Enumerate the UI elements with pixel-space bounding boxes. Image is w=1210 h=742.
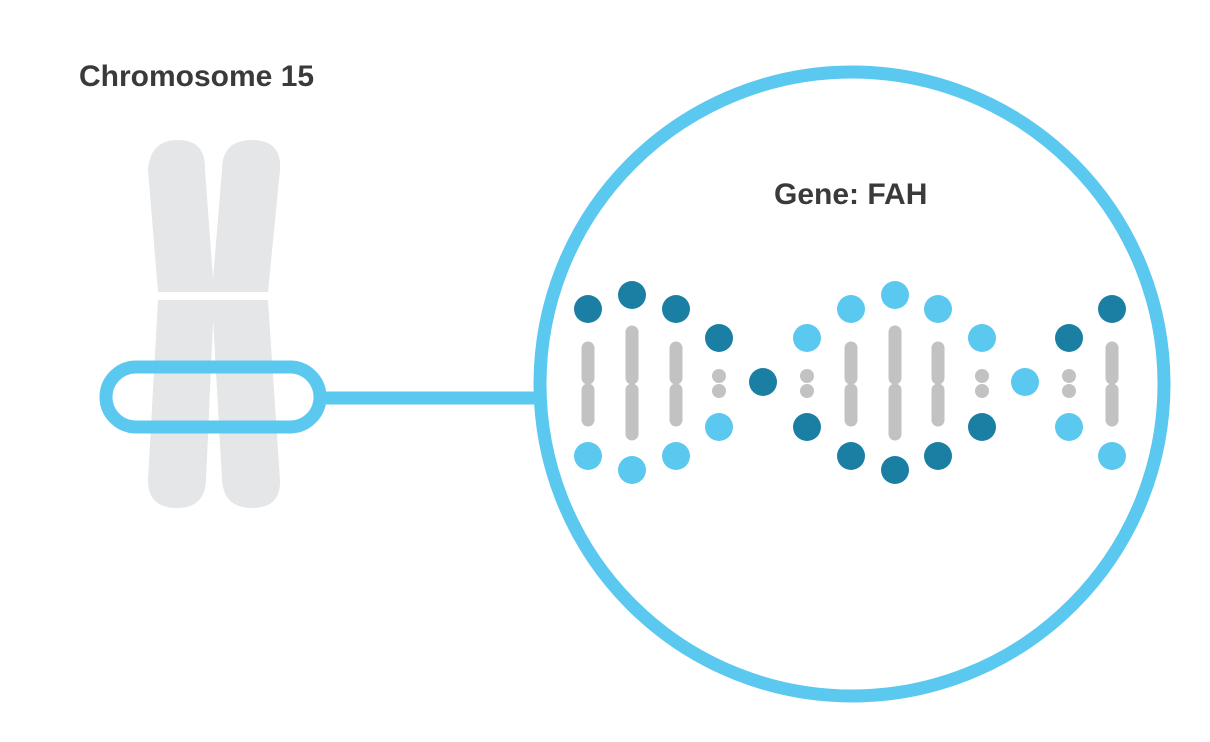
dna-rung-dot — [712, 384, 726, 398]
chromosome-left-lower-arm — [148, 300, 214, 508]
dna-base-dot — [881, 456, 909, 484]
dna-rung-dot — [975, 384, 989, 398]
dna-base-dot — [1011, 368, 1039, 396]
chromosome-shape — [148, 140, 281, 508]
dna-base-dot — [1055, 413, 1083, 441]
chromosome-left-upper-arm — [148, 140, 214, 292]
dna-base-dot — [924, 442, 952, 470]
dna-base-dot — [618, 456, 646, 484]
dna-base-dot — [705, 324, 733, 352]
chromosome-label: Chromosome 15 — [79, 60, 315, 93]
dna-rung-dot — [800, 384, 814, 398]
chromosome-right-upper-arm — [212, 140, 281, 292]
dna-base-dot — [793, 413, 821, 441]
dna-base-dot — [1055, 324, 1083, 352]
dna-base-dot — [749, 368, 777, 396]
zoom-circle — [533, 65, 1171, 703]
dna-base-dot — [881, 281, 909, 309]
dna-base-dot — [662, 442, 690, 470]
dna-base-dot — [662, 295, 690, 323]
dna-rung-dot — [800, 369, 814, 383]
dna-rung-dot — [1062, 384, 1076, 398]
dna-base-dot — [574, 295, 602, 323]
dna-base-dot — [1098, 295, 1126, 323]
dna-base-dot — [837, 295, 865, 323]
dna-base-dot — [837, 442, 865, 470]
dna-base-dot — [793, 324, 821, 352]
dna-base-dot — [968, 324, 996, 352]
dna-base-dot — [705, 413, 733, 441]
dna-helix — [574, 281, 1126, 484]
dna-base-dot — [1098, 442, 1126, 470]
dna-base-dot — [968, 413, 996, 441]
dna-base-dot — [924, 295, 952, 323]
dna-rung-dot — [975, 369, 989, 383]
dna-base-dot — [574, 442, 602, 470]
gene-label: Gene: FAH — [774, 178, 928, 211]
chromosome-highlight-band — [99, 360, 327, 434]
dna-rung-dot — [712, 369, 726, 383]
dna-base-dot — [618, 281, 646, 309]
dna-rung-dot — [1062, 369, 1076, 383]
chromosome-right-lower-arm — [212, 300, 281, 508]
